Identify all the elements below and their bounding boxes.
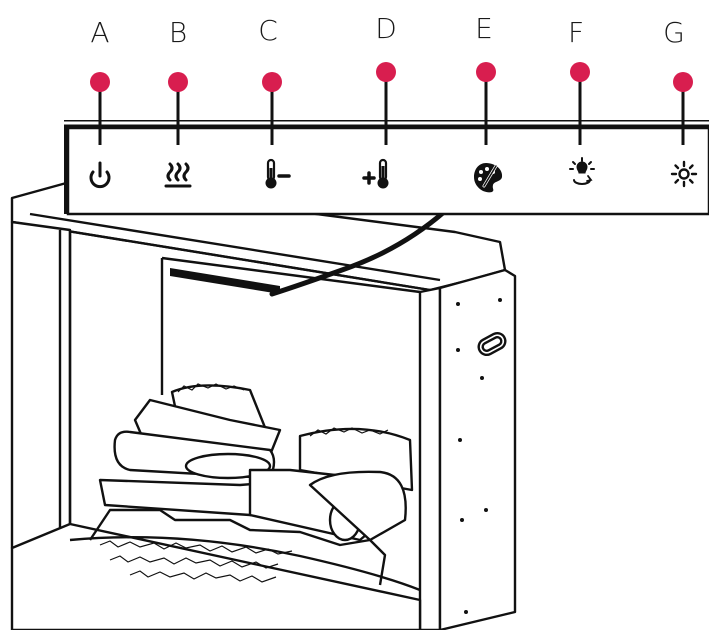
control-panel-face: [66, 126, 709, 216]
panel-screw: [458, 438, 462, 442]
callouts: A B C D E F G: [90, 12, 693, 145]
temperature-up-icon[interactable]: [362, 158, 389, 189]
brightness-icon[interactable]: [670, 160, 698, 188]
callout-dot: [673, 72, 693, 92]
callout-letter-c: C: [258, 14, 278, 47]
callout-letter-d: D: [375, 12, 397, 45]
callout-letter-b: B: [169, 16, 187, 49]
insert-right-post: [418, 286, 442, 630]
panel-leader-curve: [269, 209, 447, 297]
callout-dot: [570, 62, 590, 82]
flame-color-palette-icon[interactable]: [474, 163, 503, 193]
insert-back-wall: [160, 256, 421, 395]
callout-dot: [376, 62, 396, 82]
heat-icon[interactable]: [164, 162, 192, 188]
callout-dot: [262, 72, 282, 92]
panel-screws: [456, 298, 502, 614]
insert-right-panel: [438, 268, 517, 630]
insert-floor: [10, 522, 422, 630]
panel-screw: [498, 298, 502, 302]
callout-letter-a: A: [90, 16, 109, 49]
insert-top-lip: [11, 212, 441, 292]
insert-left-wall-inner: [58, 230, 72, 560]
panel-screw: [456, 348, 460, 352]
log-grate: [89, 508, 387, 586]
callout-dot: [476, 62, 496, 82]
callout-letter-e: E: [475, 12, 493, 45]
callout-letter-f: F: [568, 16, 584, 49]
callout-dot: [168, 72, 188, 92]
panel-screw: [456, 302, 460, 306]
callout-dot: [90, 72, 110, 92]
panel-screw: [480, 376, 484, 380]
fireplace-insert: [10, 180, 517, 630]
side-handle-inner: [481, 335, 503, 353]
log-set: [89, 384, 414, 586]
light-cycle-icon[interactable]: [569, 157, 595, 185]
callout-letter-g: G: [663, 16, 685, 49]
panel-screw: [464, 610, 468, 614]
log-right-1: [308, 470, 407, 542]
temperature-down-icon[interactable]: [265, 158, 291, 189]
panel-screw: [484, 508, 488, 512]
ember-texture: [99, 383, 389, 583]
insert-left-wall: [10, 220, 72, 562]
insert-control-slot: [170, 268, 280, 294]
panel-screw: [460, 518, 464, 522]
power-icon[interactable]: [89, 161, 111, 189]
